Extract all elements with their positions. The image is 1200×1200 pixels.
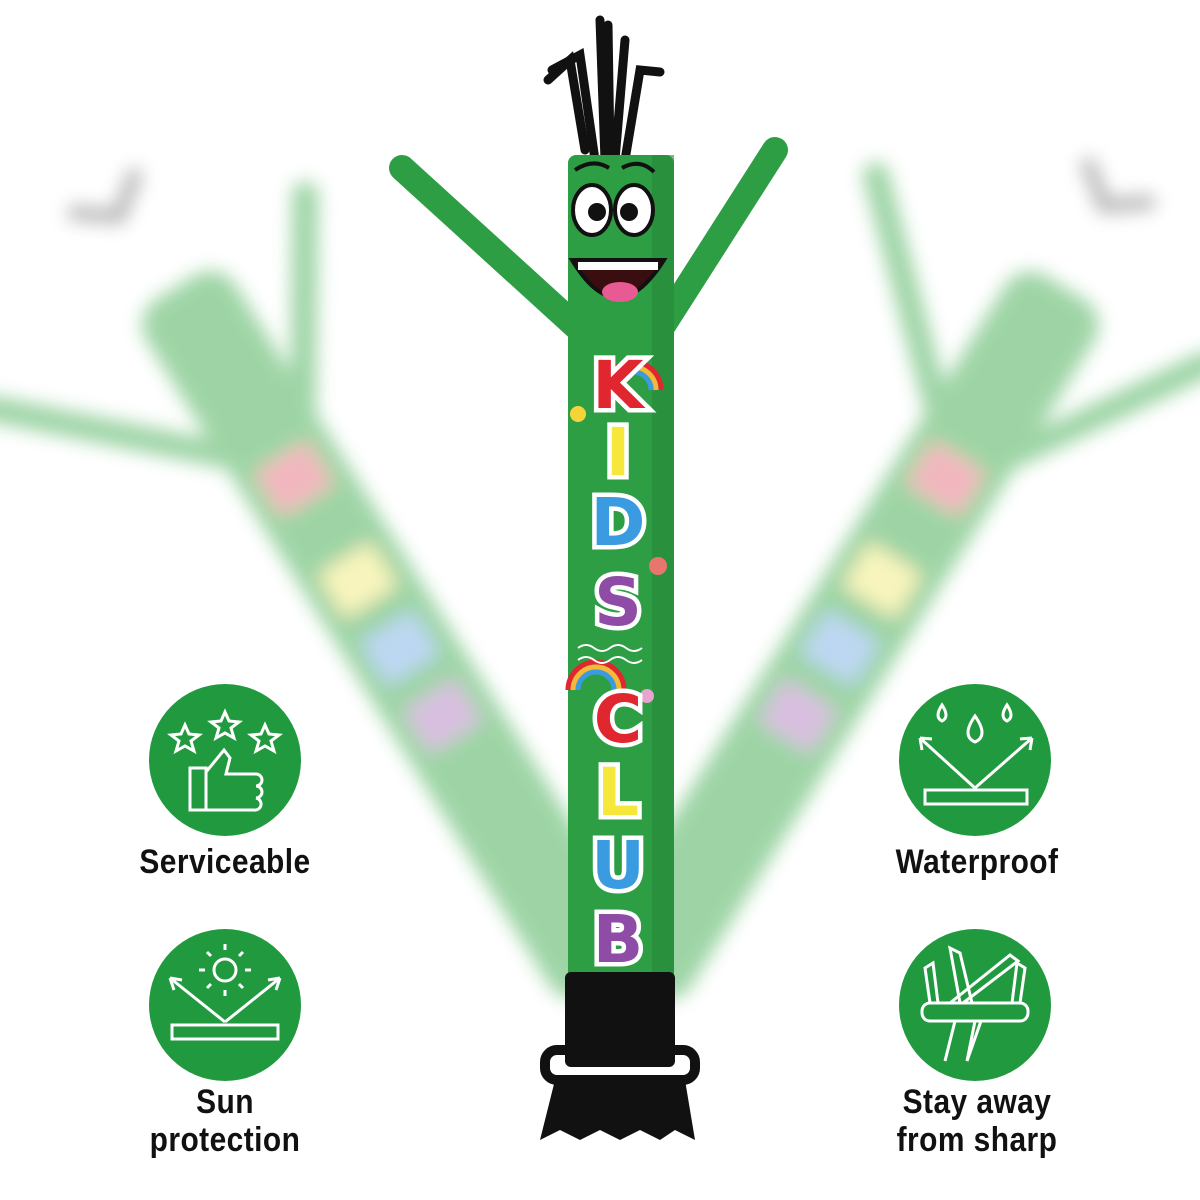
blower-base	[540, 972, 700, 1140]
tube-letter: I	[606, 414, 631, 491]
feature-label-serviceable: Serviceable	[139, 843, 311, 881]
label-line: from sharp	[896, 1121, 1058, 1159]
tube-body	[568, 155, 674, 980]
rainbow-decoration	[565, 359, 664, 691]
sun-protection-badge	[149, 929, 301, 1081]
waterproof-badge	[899, 684, 1051, 836]
tube-letter: C	[594, 681, 642, 758]
flower-decoration	[640, 689, 654, 703]
flower-decoration	[570, 406, 586, 422]
tube-letter: L	[597, 754, 639, 831]
motion-ghost-right	[597, 156, 1200, 1000]
motion-ghost-left	[0, 167, 644, 1000]
tube-letter: K	[592, 347, 646, 424]
tube-letter: B	[593, 901, 643, 978]
tube-letter: U	[591, 827, 645, 904]
feature-label-sun-protection: Sun protection	[93, 1083, 357, 1159]
tube-face	[568, 161, 668, 302]
flower-decoration	[649, 557, 667, 575]
serviceable-badge	[149, 684, 301, 836]
feature-label-waterproof: Waterproof	[895, 843, 1059, 881]
tube-letter: S	[594, 564, 642, 641]
tube-letter: D	[591, 484, 646, 561]
label-line: Stay away	[902, 1083, 1052, 1121]
feature-label-stay-away-from-sharp: Stay away from sharp	[845, 1083, 1109, 1159]
tube-lettering: K I D S C L U B	[586, 343, 651, 983]
label-line: protection	[149, 1121, 301, 1159]
label-line: Sun	[196, 1083, 254, 1121]
tube-arms	[389, 137, 788, 343]
hair-streamers	[543, 15, 665, 165]
sharp-objects-badge	[899, 929, 1051, 1081]
